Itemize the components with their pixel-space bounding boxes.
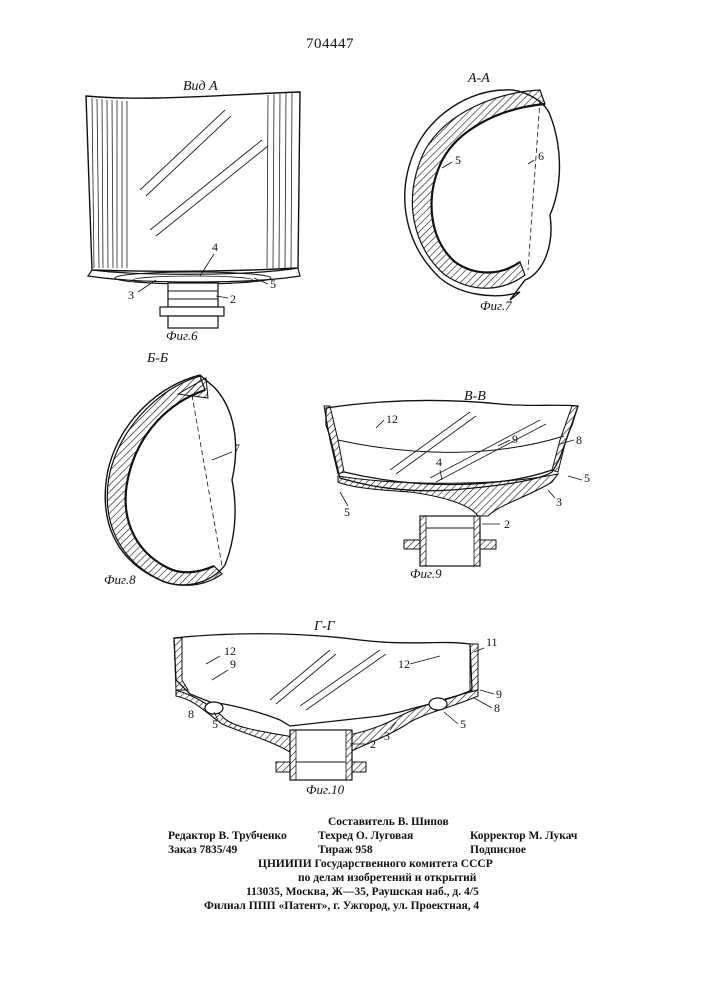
fig10-callout-9-left: 9 xyxy=(230,657,236,671)
fig10-callout-5-right: 5 xyxy=(460,717,466,731)
fig9-callout-12: 12 xyxy=(386,412,398,426)
fig6-callout-4: 4 xyxy=(212,240,218,254)
fig9-caption: Фиг.9 xyxy=(410,566,442,581)
fig10-callout-3: 3 xyxy=(384,729,390,743)
fig9-callout-5-right: 5 xyxy=(584,471,590,485)
fig6-caption: Фиг.6 xyxy=(166,328,198,343)
figure-7 xyxy=(405,90,560,300)
fig10-callout-8-right: 8 xyxy=(494,701,500,715)
fig6-callout-2: 2 xyxy=(230,292,236,306)
imprint-corrector: Корректор М. Лукач xyxy=(470,830,577,842)
imprint-subscription: Подписное xyxy=(470,844,526,856)
figure-8 xyxy=(105,375,235,585)
fig8-callout-7: 7 xyxy=(234,441,240,455)
fig10-callout-5-left: 5 xyxy=(212,717,218,731)
fig10-callout-8-left: 8 xyxy=(188,707,194,721)
imprint-order: Заказ 7835/49 xyxy=(168,844,237,856)
fig8-caption: Фиг.8 xyxy=(104,572,136,587)
fig9-callout-5-left: 5 xyxy=(344,505,350,519)
fig7-view-label: А-А xyxy=(467,71,490,86)
imprint-circulation: Тираж 958 xyxy=(318,844,373,856)
fig10-callout-12-right: 12 xyxy=(398,657,410,671)
fig6-callout-5: 5 xyxy=(270,277,276,291)
fig9-callout-2: 2 xyxy=(504,517,510,531)
fig9-view-label: В-В xyxy=(464,389,486,404)
fig10-callout-11: 11 xyxy=(486,635,498,649)
fig9-callout-3: 3 xyxy=(556,495,562,509)
fig9-callout-9: 9 xyxy=(512,432,518,446)
fig9-callout-4: 4 xyxy=(436,455,442,469)
imprint-editor: Редактор В. Трубченко xyxy=(168,830,287,842)
imprint-branch: Филиал ППП «Патент», г. Ужгород, ул. Про… xyxy=(204,900,479,912)
imprint-tech-editor: Техред О. Луговая xyxy=(318,830,413,842)
imprint-org-line2: по делам изобретений и открытий xyxy=(298,872,476,884)
fig6-callout-3: 3 xyxy=(128,288,134,302)
imprint-org-line1: ЦНИИПИ Государственного комитета СССР xyxy=(258,858,493,870)
fig10-callout-2: 2 xyxy=(370,737,376,751)
fig10-callout-12-left: 12 xyxy=(224,644,236,658)
figure-9 xyxy=(324,401,582,566)
figure-6 xyxy=(86,92,300,328)
fig7-caption: Фиг.7 xyxy=(480,298,512,313)
fig10-caption: Фиг.10 xyxy=(306,782,345,797)
fig7-callout-6: 6 xyxy=(538,149,544,163)
imprint-composer: Составитель В. Шипов xyxy=(328,816,449,828)
fig8-view-label: Б-Б xyxy=(146,351,168,366)
fig6-view-label: Вид А xyxy=(183,79,218,94)
fig7-callout-5: 5 xyxy=(455,153,461,167)
figure-10 xyxy=(174,634,494,780)
imprint-address: 113035, Москва, Ж—35, Раушская наб., д. … xyxy=(246,886,479,898)
fig9-callout-8: 8 xyxy=(576,433,582,447)
fig10-callout-9-right: 9 xyxy=(496,687,502,701)
fig10-view-label: Г-Г xyxy=(313,619,336,634)
